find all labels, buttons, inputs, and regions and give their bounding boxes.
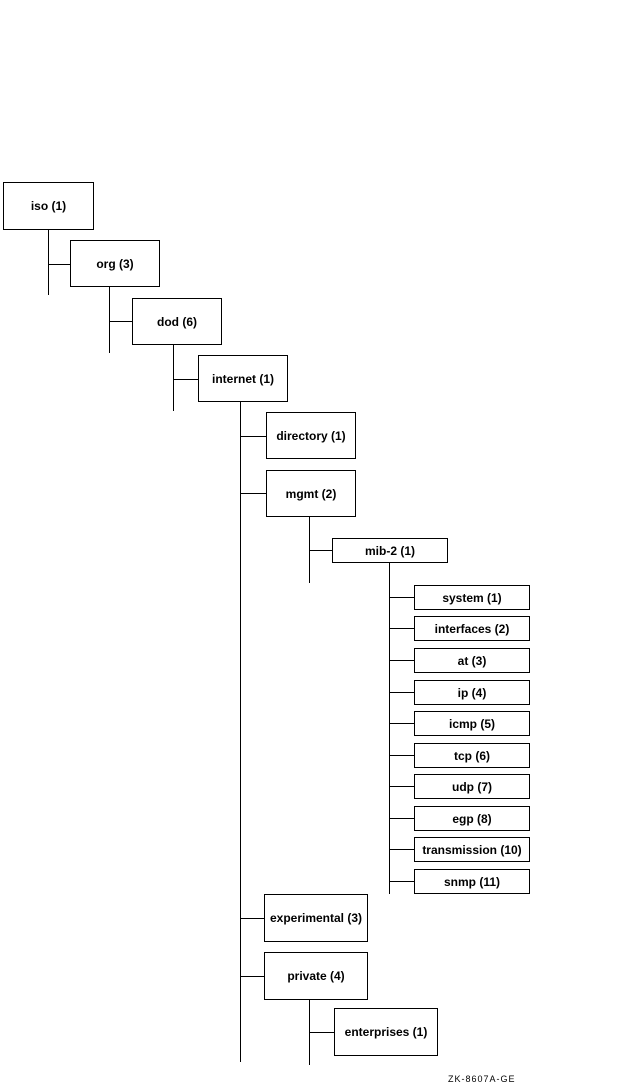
node-label: ip (4) [457, 685, 487, 700]
connector-line [173, 379, 198, 380]
connector-line [389, 786, 414, 787]
node-label: mib-2 (1) [364, 543, 415, 558]
connector-line [389, 660, 414, 661]
connector-line [389, 692, 414, 693]
node-enterprises: enterprises (1) [334, 1008, 438, 1056]
connector-line [240, 918, 264, 919]
connector-line [389, 597, 414, 598]
node-mgmt: mgmt (2) [266, 470, 356, 517]
node-iso: iso (1) [3, 182, 94, 230]
node-ip: ip (4) [414, 680, 530, 705]
connector-line [389, 881, 414, 882]
node-label: internet (1) [211, 371, 274, 386]
connector-line [48, 229, 49, 295]
connector-line [48, 264, 70, 265]
node-label: experimental (3) [269, 911, 363, 925]
node-transmission: transmission (10) [414, 837, 530, 862]
connector-line [389, 849, 414, 850]
node-egp: egp (8) [414, 806, 530, 831]
node-system: system (1) [414, 585, 530, 610]
connector-line [240, 493, 266, 494]
node-label: icmp (5) [448, 716, 495, 731]
node-icmp: icmp (5) [414, 711, 530, 736]
node-label: dod (6) [157, 314, 197, 329]
connector-line [389, 818, 414, 819]
node-directory: directory (1) [266, 412, 356, 459]
node-label: enterprises (1) [344, 1025, 428, 1039]
node-org: org (3) [70, 240, 160, 287]
connector-line [173, 345, 174, 411]
node-snmp: snmp (11) [414, 869, 530, 894]
node-label: at (3) [457, 653, 487, 668]
node-internet: internet (1) [198, 355, 288, 402]
node-udp: udp (7) [414, 774, 530, 799]
node-label: udp (7) [452, 779, 492, 794]
node-label: directory (1) [276, 428, 346, 443]
node-dod: dod (6) [132, 298, 222, 345]
connector-line [309, 1032, 334, 1033]
node-private: private (4) [264, 952, 368, 1000]
connector-line [240, 436, 266, 437]
node-label: interfaces (2) [434, 621, 510, 636]
connector-line [109, 287, 110, 353]
connector-line [389, 628, 414, 629]
connector-line [109, 321, 132, 322]
node-at: at (3) [414, 648, 530, 673]
node-interfaces: interfaces (2) [414, 616, 530, 641]
node-label: tcp (6) [454, 748, 490, 763]
node-label: system (1) [442, 590, 502, 605]
node-label: snmp (11) [443, 874, 500, 889]
node-label: iso (1) [30, 199, 67, 213]
node-label: private (4) [287, 969, 345, 983]
node-experimental: experimental (3) [264, 894, 368, 942]
connector-line [240, 402, 241, 1062]
connector-line [389, 563, 390, 894]
node-label: egp (8) [452, 811, 492, 826]
node-label: transmission (10) [422, 842, 522, 857]
node-mib-2: mib-2 (1) [332, 538, 448, 563]
connector-line [309, 550, 332, 551]
connector-line [389, 755, 414, 756]
connector-line [240, 976, 264, 977]
connector-line [389, 723, 414, 724]
node-label: org (3) [96, 256, 134, 271]
figure-id: ZK-8607A-GE [448, 1074, 516, 1084]
node-label: mgmt (2) [285, 486, 337, 501]
node-tcp: tcp (6) [414, 743, 530, 768]
